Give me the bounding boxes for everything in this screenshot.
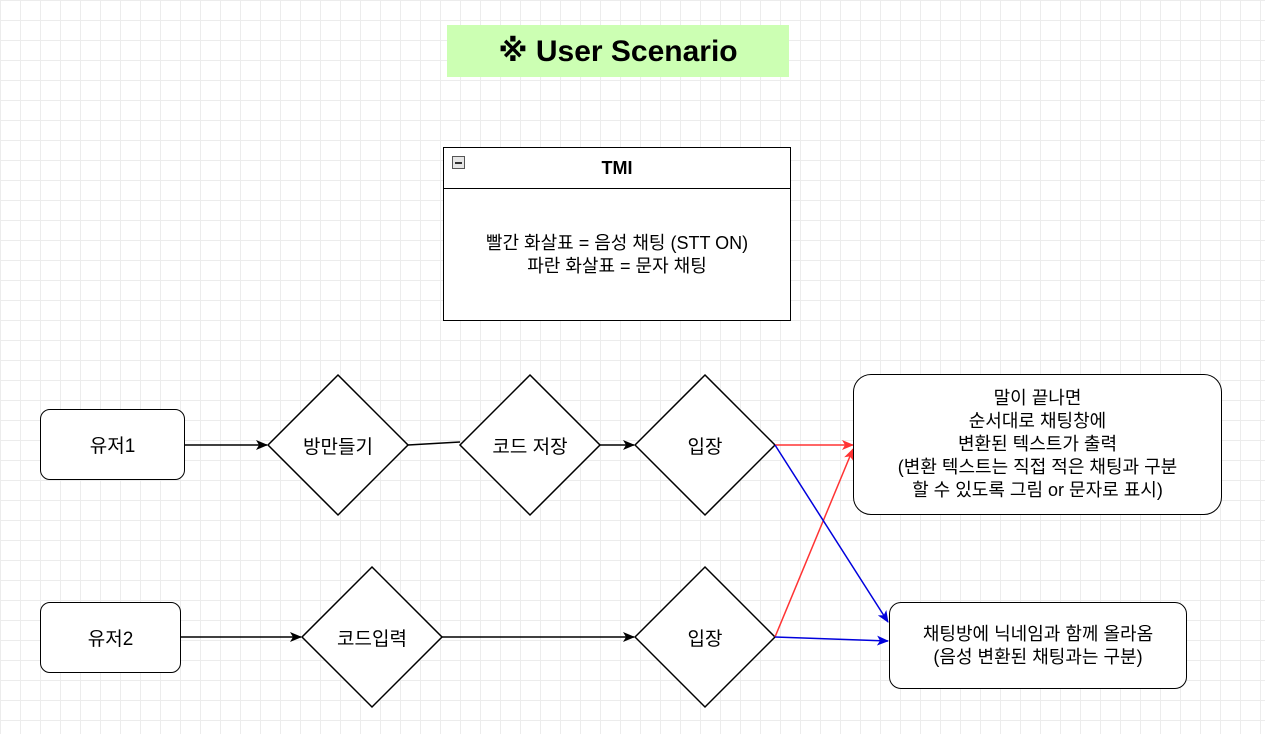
note-voice-line1: 말이 끝나면 — [993, 388, 1082, 408]
note-voice-line3: 변환된 텍스트가 출력 — [957, 434, 1118, 454]
blue-arrow-enter1-to-text-note — [774, 444, 889, 623]
legend-line-red: 빨간 화살표 = 음성 채팅 (STT ON) — [485, 233, 749, 253]
line-create-room-to-save-code — [407, 441, 461, 446]
red-arrow-enter2-to-voice-note — [774, 448, 854, 638]
legend-line-blue: 파란 화살표 = 문자 채팅 — [527, 256, 707, 276]
note-voice-chat[interactable]: 말이 끝나면 순서대로 채팅창에 변환된 텍스트가 출력 (변환 텍스트는 직접… — [853, 374, 1222, 515]
collapse-icon[interactable] — [452, 156, 465, 169]
legend-title: TMI — [601, 157, 633, 178]
note-voice-line2: 순서대로 채팅창에 — [968, 411, 1107, 431]
blue-arrow-enter2-to-text-note — [774, 635, 889, 646]
node-user1-label: 유저1 — [89, 436, 136, 457]
note-text-chat[interactable]: 채팅방에 닉네임과 함께 올라옴 (음성 변환된 채팅과는 구분) — [889, 602, 1187, 689]
note-voice-line5: 할 수 있도록 그림 or 문자로 표시) — [912, 480, 1163, 500]
node-user1[interactable]: 유저1 — [40, 409, 185, 480]
legend-body: 빨간 화살표 = 음성 채팅 (STT ON) 파란 화살표 = 문자 채팅 — [444, 189, 790, 321]
legend-header: TMI — [444, 148, 790, 189]
diamond-create-room[interactable] — [266, 373, 410, 517]
diagram-title: ※ User Scenario — [447, 25, 789, 77]
diamond-enter-1[interactable] — [633, 373, 777, 517]
note-text-line1: 채팅방에 닉네임과 함께 올라옴 — [922, 623, 1154, 644]
diamond-enter-2[interactable] — [633, 565, 777, 709]
legend-container: TMI 빨간 화살표 = 음성 채팅 (STT ON) 파란 화살표 = 문자 … — [443, 147, 791, 321]
node-user2-label: 유저2 — [87, 629, 134, 650]
note-text-line2: (음성 변환된 채팅과는 구분) — [933, 646, 1143, 667]
diamond-code-input[interactable] — [300, 565, 444, 709]
node-user2[interactable]: 유저2 — [40, 602, 181, 673]
diamond-save-code[interactable] — [458, 373, 602, 517]
note-voice-line4: (변환 텍스트는 직접 적은 채팅과 구분 — [897, 457, 1178, 477]
